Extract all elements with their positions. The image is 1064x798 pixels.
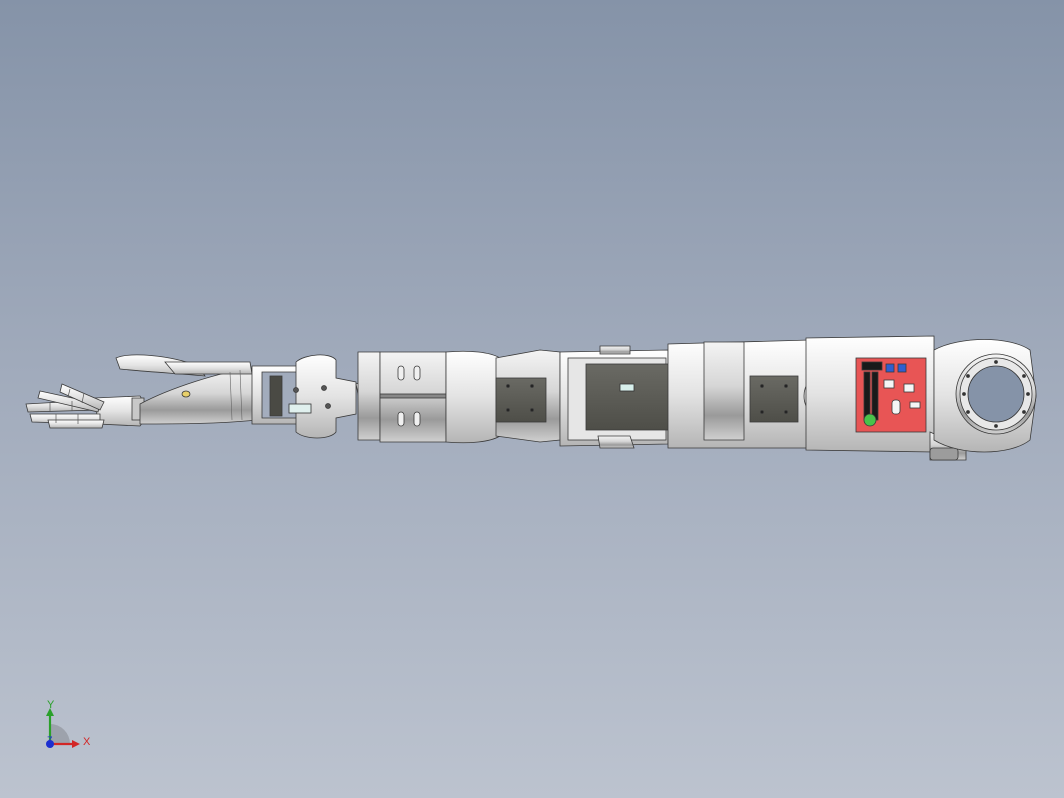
axis-triad: Y X Z <box>38 700 98 756</box>
coordinate-axes-icon <box>46 708 80 748</box>
x-axis-label: X <box>83 736 91 748</box>
z-axis-label: Z <box>47 735 53 745</box>
elbow-segment[interactable] <box>559 345 671 449</box>
y-axis-label: Y <box>47 699 55 711</box>
hand-assembly[interactable] <box>25 354 206 429</box>
mounting-flange[interactable] <box>933 339 1037 453</box>
upper-arm-cylinder[interactable] <box>379 349 561 444</box>
wrist-bracket[interactable] <box>251 351 391 441</box>
